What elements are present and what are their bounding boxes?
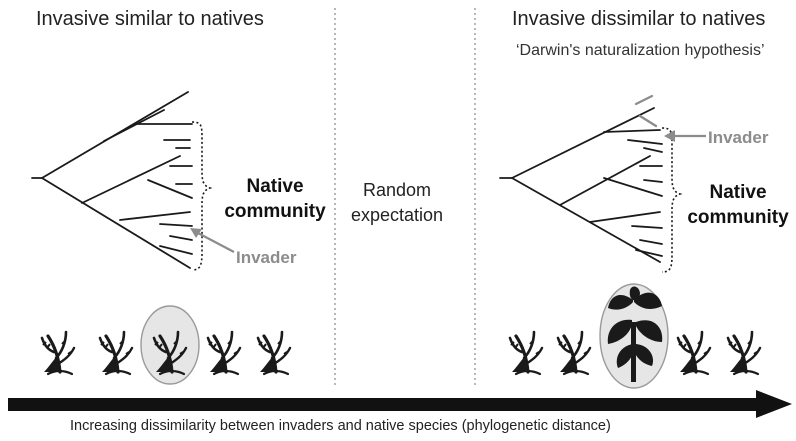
right-invader-label: Invader — [708, 128, 769, 147]
random-label-line2: expectation — [350, 205, 444, 225]
axis-label: Increasing dissimilarity between invader… — [70, 418, 611, 434]
right-panel-title: Invasive dissimilar to natives — [512, 8, 766, 30]
left-native-community-label: Native community — [212, 174, 338, 224]
right-community-brace — [661, 127, 683, 273]
native-plant-icon — [556, 330, 592, 376]
native-plant-icon — [206, 330, 242, 376]
native-plant-icon — [98, 330, 134, 376]
right-native-label-line2: community — [687, 207, 789, 228]
left-native-label-line1: Native — [246, 176, 304, 197]
left-native-label-line2: community — [224, 201, 326, 222]
right-panel-subtitle: ‘Darwin's naturalization hypothesis’ — [516, 42, 765, 59]
left-invader-label: Invader — [236, 248, 297, 267]
native-plant-icon — [40, 330, 76, 376]
right-invader-branch-tip — [634, 94, 654, 106]
random-label-line1: Random — [362, 180, 432, 200]
invasive-plant-icon — [607, 286, 663, 382]
left-panel-title: Invasive similar to natives — [36, 8, 264, 30]
random-expectation-label: Random expectation — [346, 178, 448, 228]
left-invader-highlight-oval — [140, 305, 200, 385]
left-invader-arrow-icon — [190, 228, 235, 253]
native-plant-icon — [256, 330, 292, 376]
right-native-community-label: Native community — [682, 180, 794, 230]
right-invader-branch — [638, 114, 658, 128]
right-invader-arrow-icon — [664, 130, 706, 142]
native-plant-icon — [676, 330, 712, 376]
left-phylogenetic-tree-icon — [31, 91, 193, 269]
native-plant-icon — [508, 330, 544, 376]
native-plant-icon — [726, 330, 762, 376]
right-phylogenetic-tree-icon — [499, 107, 663, 263]
left-community-brace — [191, 121, 213, 271]
right-native-label-line1: Native — [709, 182, 767, 203]
phylogenetic-distance-arrow-icon — [8, 390, 792, 418]
